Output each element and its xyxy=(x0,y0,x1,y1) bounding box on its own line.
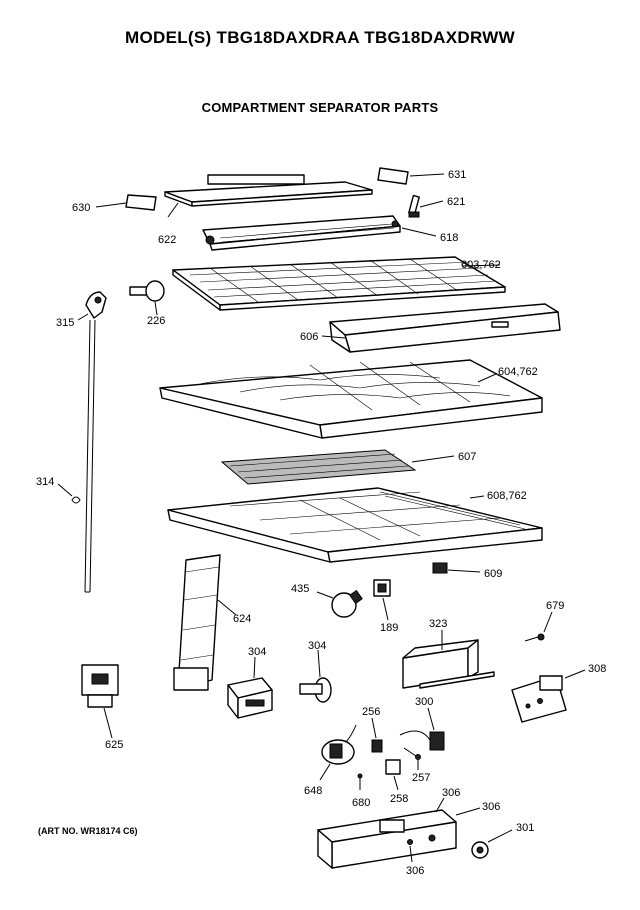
label-604-762: 604,762 xyxy=(498,366,538,378)
label-258: 258 xyxy=(390,793,408,805)
part-300: 300 xyxy=(399,696,445,751)
part-625: 625 xyxy=(81,664,123,751)
part-608: 608,762 xyxy=(167,487,543,563)
label-606: 606 xyxy=(300,331,318,343)
part-624: 624 xyxy=(173,554,251,691)
part-618: 618 xyxy=(202,215,458,251)
label-257: 257 xyxy=(412,772,430,784)
label-680: 680 xyxy=(352,797,370,809)
label-300: 300 xyxy=(415,696,433,708)
part-631: 631 xyxy=(377,167,466,185)
art-number: (ART NO. WR18174 C6) xyxy=(38,826,138,836)
label-608-762: 608,762 xyxy=(487,490,527,502)
label-308: 308 xyxy=(588,663,606,675)
part-314: 314 xyxy=(36,476,81,504)
label-304-a: 304 xyxy=(248,646,266,658)
part-622: 622 xyxy=(158,174,373,246)
part-680: 680 xyxy=(352,773,370,809)
label-304-b: 304 xyxy=(308,640,326,652)
part-315-control-rod: 315 xyxy=(56,291,107,593)
part-304-knob: 304 xyxy=(299,640,332,703)
part-621: 621 xyxy=(408,194,465,218)
label-256: 256 xyxy=(362,706,380,718)
part-189: 189 xyxy=(373,579,398,634)
label-621: 621 xyxy=(447,196,465,208)
part-258: 258 xyxy=(385,759,408,805)
label-306-b: 306 xyxy=(482,801,500,813)
part-306-housing: 306 306 306 xyxy=(317,787,500,877)
label-631: 631 xyxy=(448,169,466,181)
part-607: 607 xyxy=(220,449,476,485)
part-435: 435 xyxy=(291,583,363,618)
label-679: 679 xyxy=(546,600,564,612)
label-624: 624 xyxy=(233,613,251,625)
part-304-housing: 304 xyxy=(227,646,273,719)
part-308: 308 xyxy=(511,663,606,723)
label-618: 618 xyxy=(440,232,458,244)
label-226: 226 xyxy=(147,315,165,327)
label-314: 314 xyxy=(36,476,54,488)
label-603-762: 603,762 xyxy=(461,259,501,271)
part-604: 604,762 xyxy=(159,359,543,439)
section-title: COMPARTMENT SEPARATOR PARTS xyxy=(201,100,439,115)
label-189: 189 xyxy=(380,622,398,634)
label-306-c: 306 xyxy=(406,865,424,877)
part-257: 257 xyxy=(403,747,430,784)
part-603: 603,762 xyxy=(172,256,506,311)
part-256: 256 xyxy=(362,706,383,753)
label-609: 609 xyxy=(484,568,502,580)
label-625: 625 xyxy=(105,739,123,751)
model-title: MODEL(S) TBG18DAXDRAA TBG18DAXDRWW xyxy=(125,28,515,47)
label-315: 315 xyxy=(56,317,74,329)
part-606: 606 xyxy=(300,303,561,353)
label-622: 622 xyxy=(158,234,176,246)
part-679: 679 xyxy=(524,600,564,642)
label-435: 435 xyxy=(291,583,309,595)
label-323: 323 xyxy=(429,618,447,630)
label-607: 607 xyxy=(458,451,476,463)
label-301: 301 xyxy=(516,822,534,834)
part-226: 226 xyxy=(129,280,165,327)
label-306-a: 306 xyxy=(442,787,460,799)
part-301: 301 xyxy=(471,822,534,859)
part-609: 609 xyxy=(432,562,502,580)
part-648: 648 xyxy=(304,724,357,797)
part-630: 630 xyxy=(72,194,157,214)
label-648: 648 xyxy=(304,785,322,797)
part-323: 323 xyxy=(402,618,495,689)
label-630: 630 xyxy=(72,202,90,214)
